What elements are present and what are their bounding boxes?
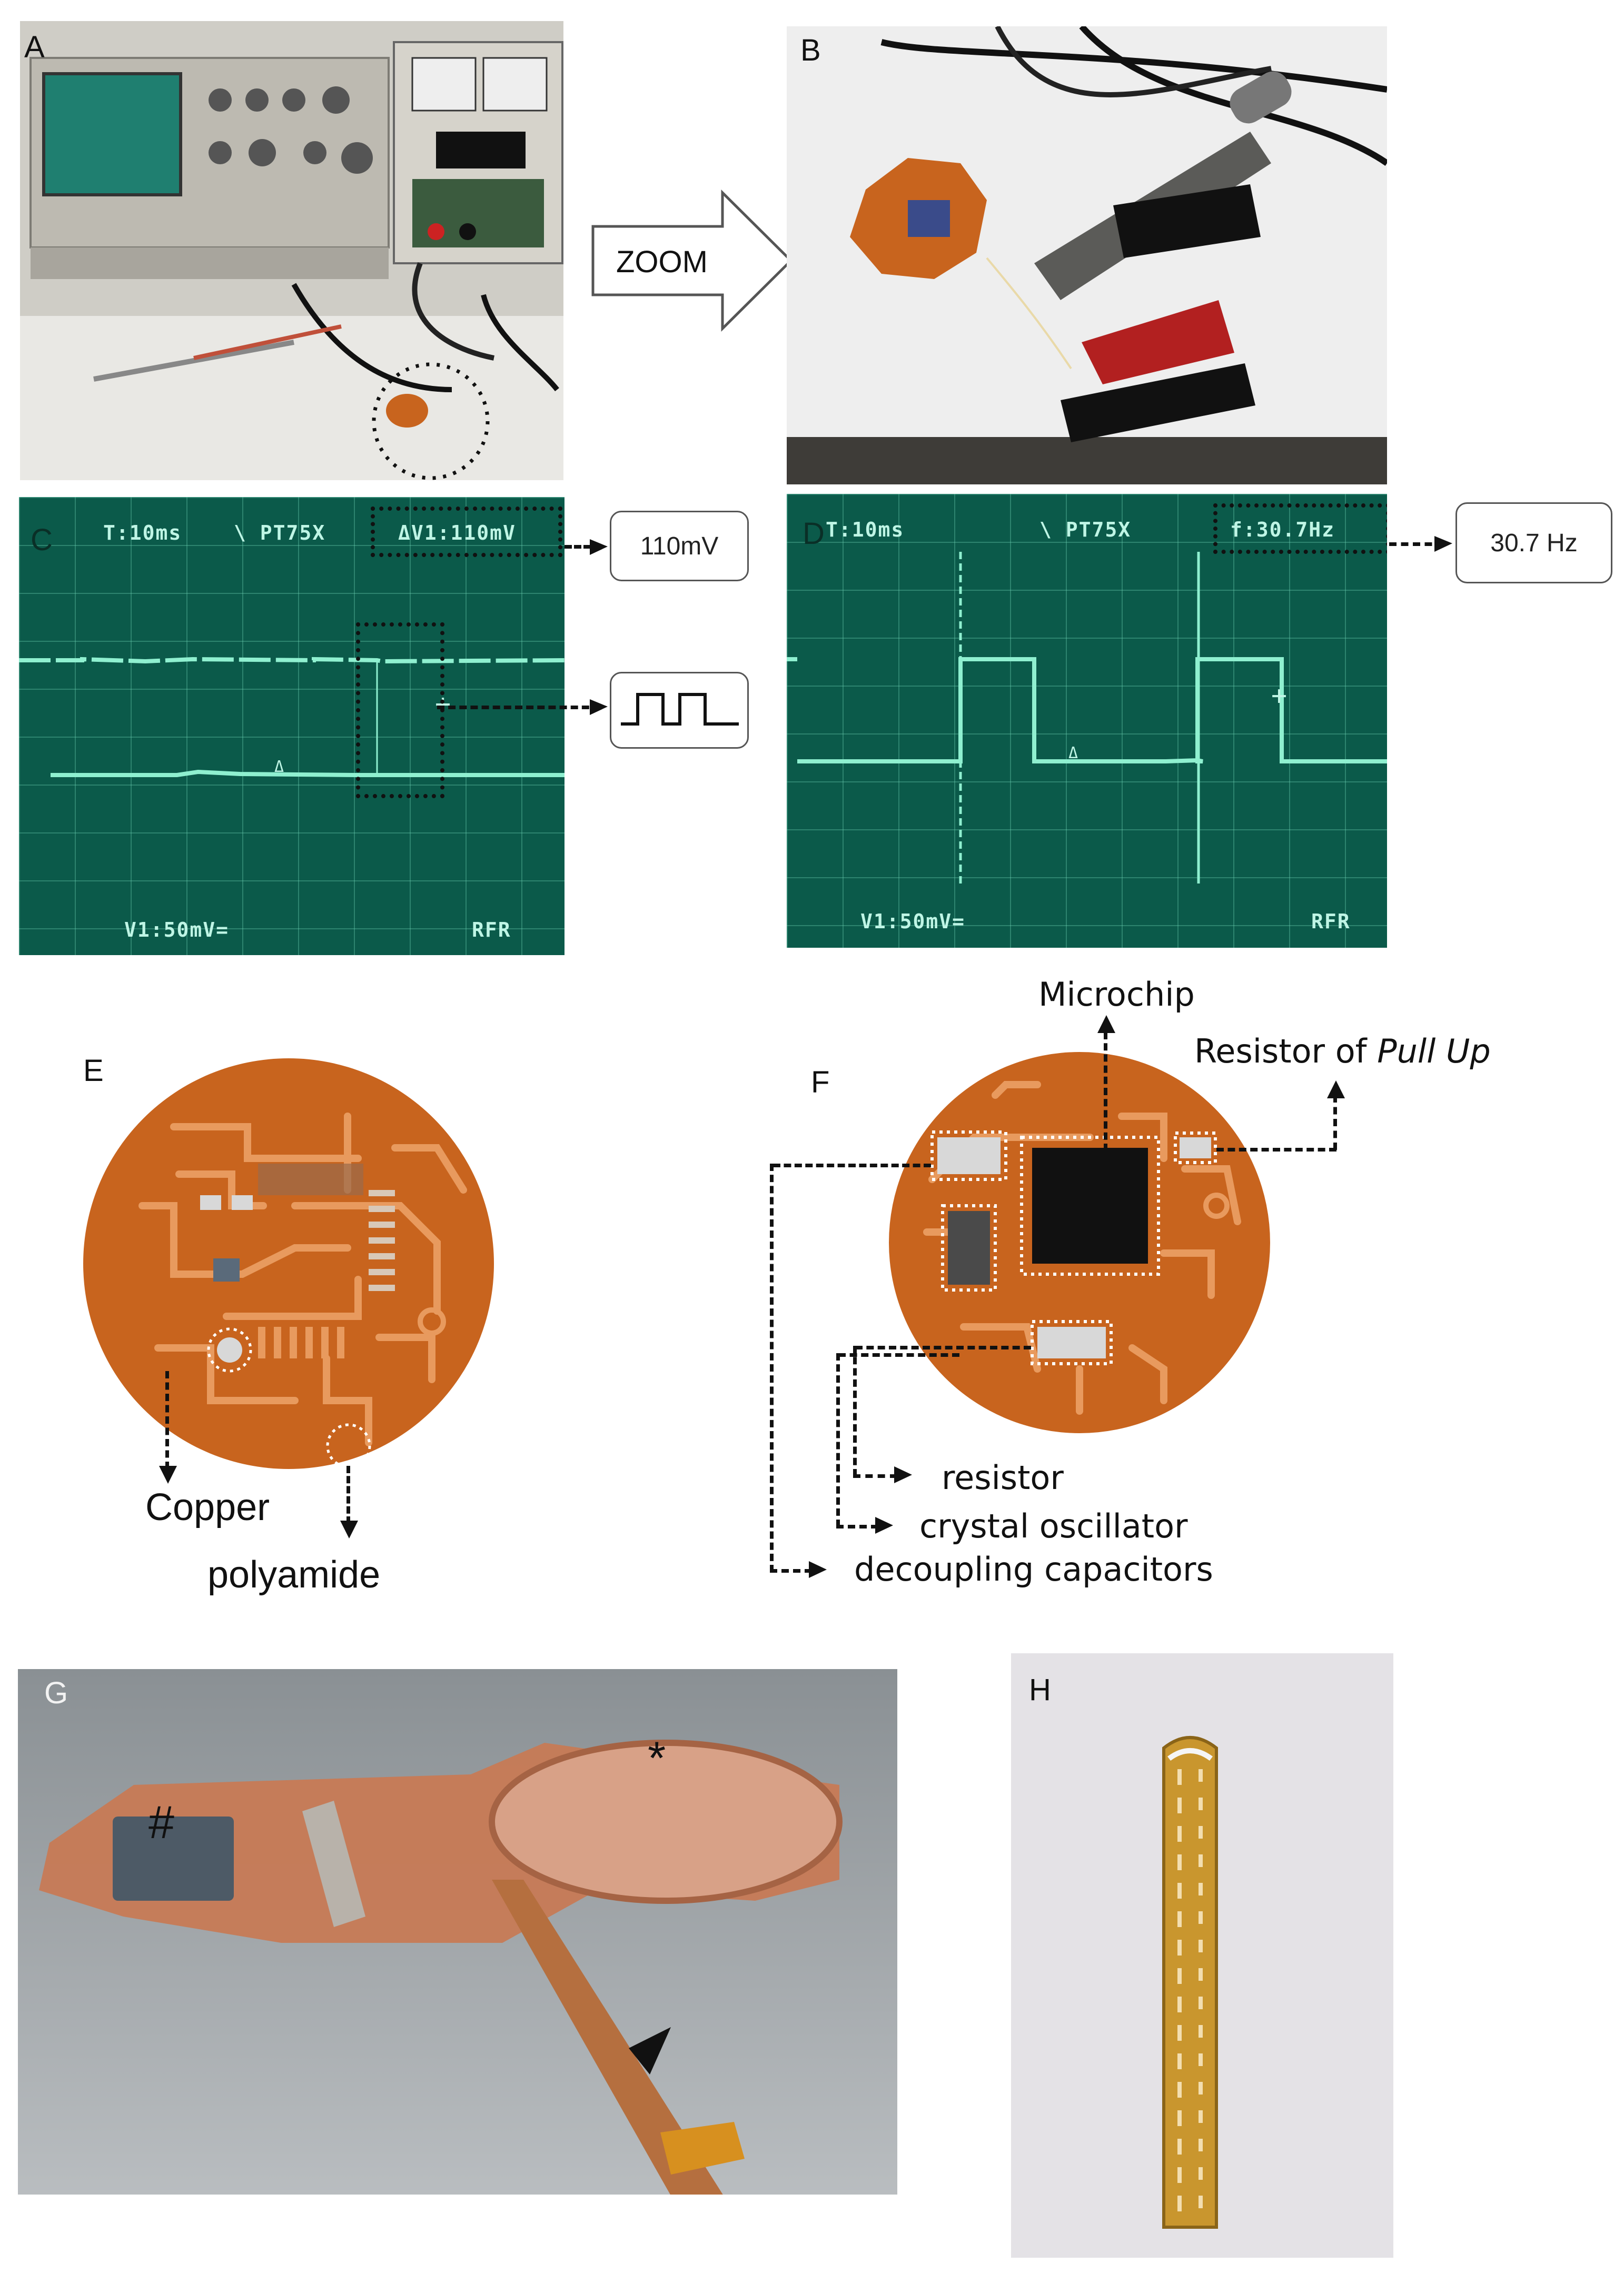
scope-c-delta-v: ΔV1:110mV <box>398 521 516 544</box>
scope-d-probe: \ PT75X <box>1039 518 1132 541</box>
crystal-connector-v <box>836 1353 840 1527</box>
electrode-illustration <box>1011 1653 1393 2258</box>
resistor-connector-v <box>853 1346 857 1476</box>
star-marker: * <box>648 1732 666 1784</box>
delta-v-highlight <box>371 507 562 557</box>
device-illustration <box>18 1669 897 2195</box>
scope-d-volts-div: V1:50mV= <box>860 910 966 933</box>
arrow-head-crystal <box>875 1517 893 1534</box>
panel-letter-a: A <box>24 30 45 64</box>
scope-grid <box>787 494 1387 948</box>
square-wave-callout <box>610 672 749 749</box>
resistor-connector-top <box>855 1346 1031 1349</box>
crystal-connector-bottom <box>836 1525 878 1528</box>
panel-letter-f: F <box>811 1065 830 1099</box>
arrow-head-waveform <box>590 699 608 715</box>
panel-letter-e: E <box>83 1054 104 1088</box>
arrow-head-polyamide <box>340 1521 358 1539</box>
bench-illustration <box>20 21 563 480</box>
square-wave-icon <box>621 693 739 726</box>
svg-text:+: + <box>1271 680 1287 711</box>
arrow-head-frequency <box>1434 536 1452 552</box>
decoupling-connector-v <box>770 1164 774 1572</box>
pull-up-label: Resistor of Pull Up <box>1194 1032 1491 1070</box>
copper-connector <box>165 1371 169 1469</box>
panel-letter-g: G <box>44 1676 68 1710</box>
resistor-connector-bottom <box>853 1474 897 1478</box>
panel-b-photo: B <box>787 26 1387 484</box>
pull-up-connector-h <box>1216 1148 1336 1152</box>
zoom-arrow-shape <box>591 189 793 332</box>
pull-up-prefix: Resistor of <box>1194 1032 1378 1070</box>
crystal-label: crystal oscillator <box>919 1507 1188 1545</box>
callout-connector-frequency <box>1389 542 1444 546</box>
decoupling-connector-top <box>773 1164 931 1167</box>
pull-up-connector-v <box>1333 1095 1337 1150</box>
scope-d-trace: + Δ <box>787 552 1387 884</box>
zoom-arrow: ZOOM <box>590 189 795 332</box>
arrow-head-resistor <box>894 1466 912 1483</box>
decoupling-label: decoupling capacitors <box>854 1550 1213 1589</box>
panel-c-scope: + Δ T:10ms \ PT75X ΔV1:110mV V1:50mV= RF… <box>19 497 565 955</box>
frequency-highlight <box>1213 503 1387 554</box>
scope-c-volts-div: V1:50mV= <box>124 918 230 941</box>
scope-d-timebase: T:10ms <box>826 518 905 541</box>
scope-c-probe: \ PT75X <box>234 521 326 544</box>
panel-d-scope: + Δ T:10ms \ PT75X f:30.7Hz V1:50mV= RFR… <box>787 494 1387 948</box>
pull-up-italic: Pull Up <box>1377 1032 1491 1070</box>
hash-marker: # <box>148 1796 174 1848</box>
zoom-illustration <box>787 26 1387 484</box>
pulse-highlight <box>356 622 444 798</box>
panel-letter-b: B <box>800 33 821 67</box>
scope-c-timebase: T:10ms <box>103 521 182 544</box>
voltage-callout: 110mV <box>610 511 749 581</box>
arrow-head-voltage <box>590 539 608 555</box>
callout-connector-voltage <box>565 545 600 549</box>
scope-d-mode: RFR <box>1311 910 1351 933</box>
scope-c-mode: RFR <box>472 918 511 941</box>
scope-d-frequency: f:30.7Hz <box>1230 518 1335 541</box>
polyamide-connector <box>346 1466 350 1524</box>
arrow-head-microchip <box>1097 1015 1115 1033</box>
crystal-connector-top <box>838 1353 959 1357</box>
panel-f-pcb <box>869 1032 1290 1453</box>
microchip-connector <box>1104 1032 1107 1151</box>
panel-e-pcb <box>74 1032 495 1485</box>
panel-h-photo: H <box>1011 1653 1393 2258</box>
populated-pcb-illustration <box>889 1052 1270 1433</box>
decoupling-connector-bottom <box>770 1569 812 1573</box>
panel-letter-d: D <box>803 517 825 551</box>
arrow-head-decoupling <box>809 1561 827 1578</box>
polyamide-label: polyamide <box>207 1554 381 1596</box>
panel-letter-h: H <box>1029 1673 1051 1707</box>
copper-label: Copper <box>145 1486 270 1528</box>
panel-letter-c: C <box>31 523 53 557</box>
bare-pcb-illustration <box>83 1058 494 1469</box>
callout-connector-waveform <box>437 706 600 709</box>
panel-g-photo: G # * <box>18 1669 897 2195</box>
svg-text:Δ: Δ <box>274 758 284 776</box>
scope-c-trace: + Δ <box>19 657 565 777</box>
arrow-head-copper <box>159 1466 177 1484</box>
resistor-label: resistor <box>942 1458 1064 1497</box>
arrow-head-pull-up <box>1327 1080 1345 1098</box>
scope-grid <box>19 497 565 955</box>
svg-text:Δ: Δ <box>1068 744 1078 762</box>
zoom-label: ZOOM <box>616 245 708 279</box>
frequency-callout: 30.7 Hz <box>1455 502 1612 583</box>
microchip-label: Microchip <box>1038 975 1195 1014</box>
panel-a-photo: A <box>20 21 563 480</box>
